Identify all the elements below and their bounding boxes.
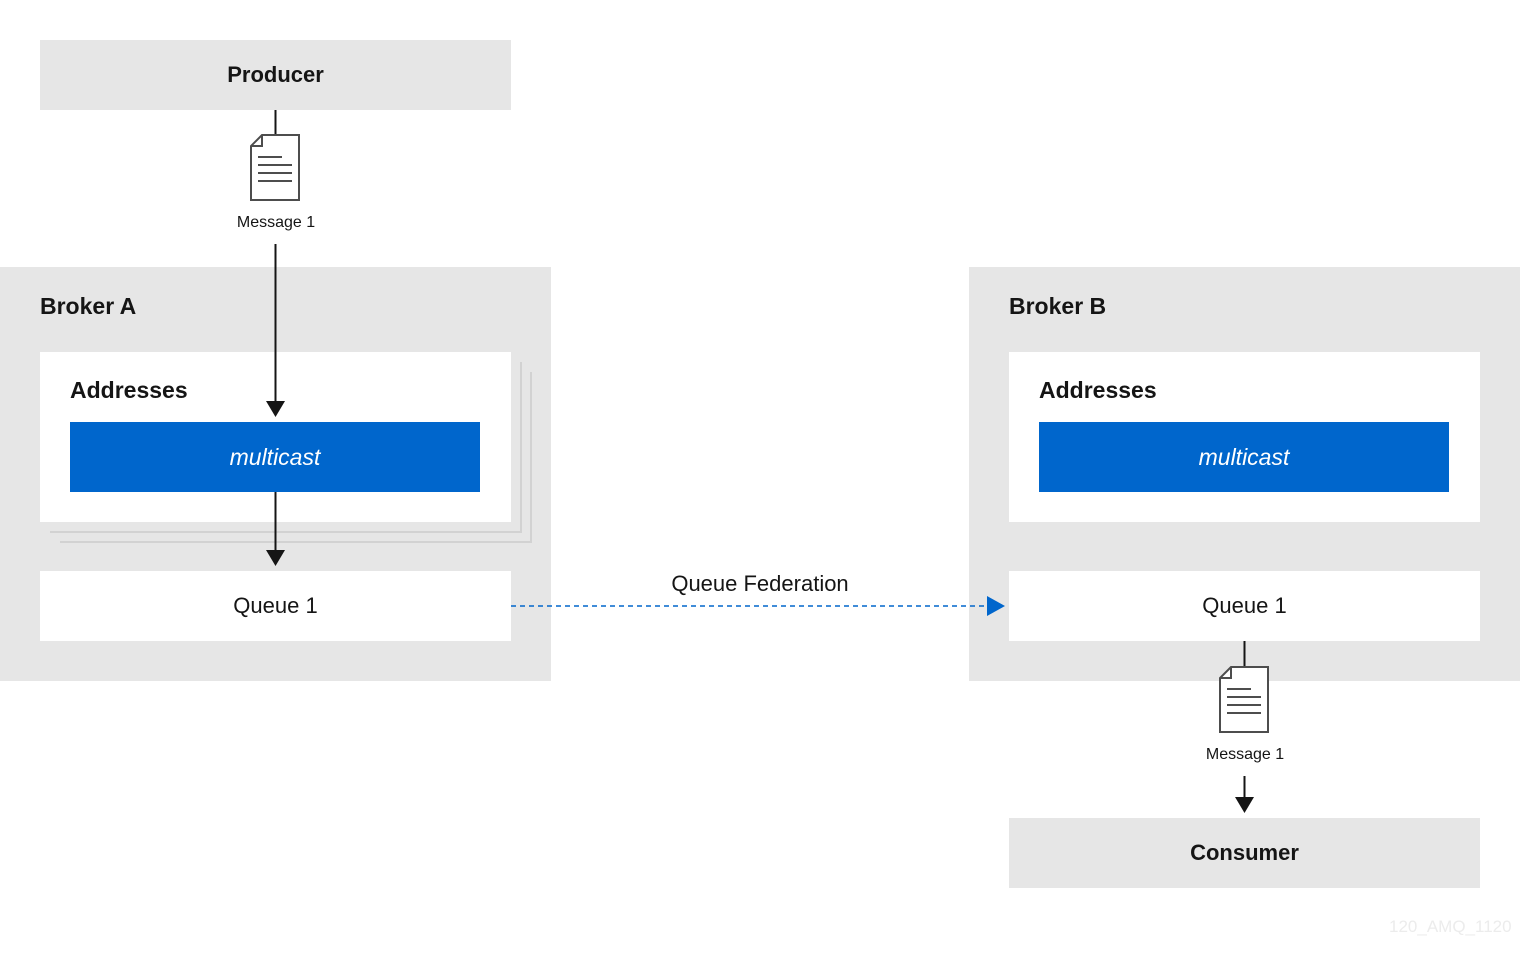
federation-arrow-head [987, 596, 1005, 616]
broker-a-queue-label: Queue 1 [233, 593, 318, 618]
broker-b-multicast-label: multicast [1198, 443, 1290, 470]
broker-a-queue: Queue 1 [40, 571, 511, 641]
broker-b-title: Broker B [1009, 293, 1107, 319]
arrow-head [266, 401, 285, 417]
figure-id-watermark: 120_AMQ_1120 [1389, 917, 1512, 936]
broker-b-multicast: multicast [1039, 422, 1449, 492]
message-bottom-label: Message 1 [1205, 746, 1285, 763]
broker-a-multicast: multicast [70, 422, 480, 492]
arrow-head [1235, 797, 1254, 813]
broker-a-addresses-label: Addresses [70, 377, 188, 403]
consumer-label: Consumer [1190, 840, 1299, 865]
federation-label: Queue Federation [671, 571, 849, 596]
message-top-label: Message 1 [236, 214, 316, 231]
consumer-box: Consumer [1009, 818, 1480, 888]
broker-b-queue-label: Queue 1 [1202, 593, 1287, 618]
document-icon [250, 134, 300, 201]
producer-box: Producer [40, 40, 511, 110]
producer-label: Producer [227, 62, 324, 87]
broker-a-title: Broker A [40, 293, 137, 319]
arrow-head [266, 550, 285, 566]
document-icon [1219, 666, 1269, 733]
broker-b-addresses-label: Addresses [1039, 377, 1157, 403]
broker-b-queue: Queue 1 [1009, 571, 1480, 641]
broker-a-multicast-label: multicast [229, 443, 321, 470]
